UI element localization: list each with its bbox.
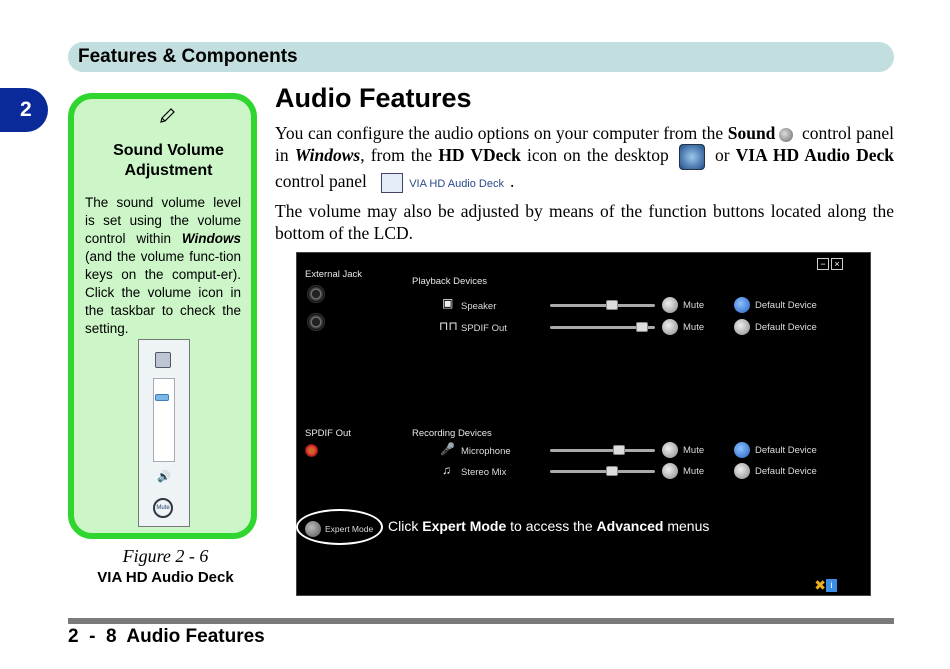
slider-thumb[interactable]: [605, 466, 618, 476]
default-device-label: Default Device: [755, 322, 817, 333]
speaker-device-icon: [155, 352, 171, 368]
volume-paragraph: The volume may also be adjusted by means…: [275, 201, 894, 243]
speaker-icon: 🔊: [157, 471, 171, 483]
speaker-icon: ▣: [442, 296, 454, 310]
default-device-button[interactable]: [734, 463, 750, 479]
taskbar-volume-control-image: 🔊 Mute: [138, 339, 190, 527]
volume-slider-track: [153, 378, 175, 462]
playback-device-name: SPDIF Out: [461, 323, 507, 334]
music-note-icon: ♫: [442, 463, 451, 477]
recording-device-name: Microphone: [461, 446, 511, 457]
default-device-label: Default Device: [755, 300, 817, 311]
footer-divider: [68, 618, 894, 624]
mute-label: Mute: [683, 300, 705, 311]
default-device-label: Default Device: [755, 445, 817, 456]
note-text: The sound volume level is set using the …: [85, 195, 241, 336]
playback-devices-label: Playback Devices: [412, 276, 487, 287]
spdif-out-section-label: SPDIF Out: [305, 428, 351, 439]
playback-volume-slider[interactable]: [550, 322, 655, 332]
info-icon[interactable]: i: [826, 579, 837, 592]
jack-icon[interactable]: [307, 313, 325, 331]
chapter-tab: 2: [0, 88, 48, 132]
default-device-label: Default Device: [755, 466, 817, 477]
via-hd-audio-deck-screenshot: − × External Jack SPDIF Out Playback Dev…: [296, 252, 871, 596]
slider-thumb[interactable]: [605, 300, 618, 310]
spdif-icon: ⊓⊓: [439, 319, 458, 333]
mute-button[interactable]: [662, 319, 678, 335]
sound-volume-note: Sound Volume Adjustment The sound volume…: [68, 93, 257, 539]
mute-label: Mute: [683, 322, 705, 333]
via-audio-icon: [381, 172, 404, 193]
via-control-panel-label: VIA HD Audio Deck: [409, 178, 504, 190]
recording-device-name: Stereo Mix: [461, 467, 507, 478]
section-header: Features & Components: [68, 42, 894, 72]
mute-button[interactable]: [662, 442, 678, 458]
slider-thumb[interactable]: [635, 322, 648, 332]
minimize-button[interactable]: −: [817, 258, 829, 270]
external-jack-label: External Jack: [305, 269, 363, 280]
hd-vdeck-icon: [678, 144, 705, 170]
pencil-icon: [160, 108, 175, 123]
figure-caption: Figure 2 - 6: [122, 546, 209, 566]
tools-icon[interactable]: ✖: [814, 577, 826, 593]
mute-button-icon: Mute: [153, 498, 173, 518]
expert-mode-highlight-ring: [296, 509, 383, 545]
section-title: Features & Components: [78, 46, 298, 67]
playback-volume-slider[interactable]: [550, 300, 655, 310]
footer-page-label: 2 - 8 Audio Features: [68, 626, 265, 647]
spdif-jack-icon[interactable]: [305, 444, 318, 457]
playback-device-name: Speaker: [461, 301, 497, 312]
default-device-button[interactable]: [734, 297, 750, 313]
sound-icon: [779, 127, 794, 142]
close-button[interactable]: ×: [831, 258, 843, 270]
mute-button[interactable]: [662, 463, 678, 479]
volume-slider-thumb: [155, 394, 169, 401]
jack-icon[interactable]: [307, 285, 325, 303]
figure-title: VIA HD Audio Deck: [97, 569, 234, 586]
mute-label: Mute: [683, 466, 705, 477]
default-device-button[interactable]: [734, 442, 750, 458]
note-title: Sound Volume Adjustment: [113, 142, 224, 179]
mute-button[interactable]: [662, 297, 678, 313]
page-heading: Audio Features: [275, 83, 472, 113]
slider-thumb[interactable]: [613, 445, 626, 455]
recording-volume-slider[interactable]: [550, 466, 655, 476]
microphone-icon: 🎤: [440, 442, 455, 456]
recording-volume-slider[interactable]: [550, 445, 655, 455]
recording-devices-label: Recording Devices: [412, 428, 492, 439]
default-device-button[interactable]: [734, 319, 750, 335]
intro-paragraph: You can configure the audio options on y…: [275, 123, 895, 193]
mute-label: Mute: [683, 445, 705, 456]
expert-mode-callout: Click Expert Mode to access the Advanced…: [388, 518, 710, 534]
